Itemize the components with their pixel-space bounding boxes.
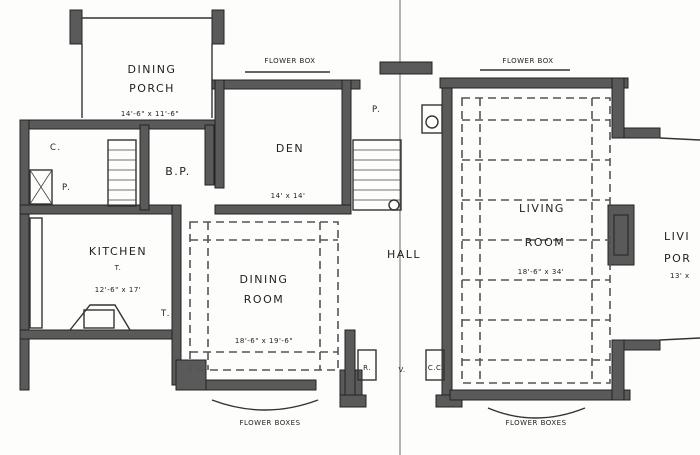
living-porch-label-2: POR: [664, 252, 691, 265]
hall: P. HALL R. V. C.C.: [339, 87, 463, 408]
wall-bp-west: [139, 124, 150, 211]
porch-pier-right: [211, 9, 225, 45]
wall-kitchen-south: [19, 329, 181, 340]
lav-fixture: [425, 115, 439, 129]
hall-label: HALL: [387, 248, 421, 261]
closet-left: [29, 169, 53, 205]
main-stair: [352, 139, 402, 211]
dining-ceiling-beams: [189, 221, 339, 371]
stair-newel: [388, 199, 400, 211]
dining-porch-size: 14'-6" x 11'-6": [121, 110, 179, 118]
wall-kitchen-north: [19, 204, 181, 215]
flower-boxes-br-arc: [487, 407, 586, 419]
wall-den-west: [214, 79, 225, 189]
dining-porch-label-1: DINING: [128, 63, 177, 76]
flower-boxes-br-label: FLOWER BOXES: [505, 419, 566, 427]
flower-boxes-bl-arc: [211, 399, 319, 411]
back-stair-box: [107, 139, 137, 207]
living-room-size: 18'-6" x 34': [518, 268, 564, 276]
flower-box-tr-label: FLOWER BOX: [502, 57, 553, 65]
living-fireplace: [607, 204, 635, 266]
closet-x2: [29, 169, 53, 205]
dining-porch-label-2: PORCH: [129, 82, 175, 95]
living-room-label-1: LIVING: [519, 202, 565, 215]
wall-living-bay-bottom: [623, 339, 661, 351]
entry-pier-left: [339, 394, 367, 408]
mark-c-left: C.: [50, 143, 62, 153]
wall-kitchen-east: [171, 204, 182, 386]
closet-cc: [425, 349, 445, 381]
living-room-label-2: ROOM: [525, 236, 565, 249]
wall-living-se: [611, 339, 625, 401]
kitchen-sink: [83, 309, 115, 329]
closet-r: [357, 349, 377, 381]
wall-bp-east: [204, 124, 215, 186]
dining-porch: DINING PORCH 14'-6" x 11'-6": [69, 9, 225, 118]
den-size: 14' x 14': [271, 192, 306, 200]
living-room: LIVING ROOM 18'-6" x 34': [449, 97, 661, 401]
wall-north-living: [439, 77, 629, 89]
wall-living-ne: [611, 77, 625, 139]
dining-sw-pier: [175, 359, 207, 391]
kitchen-size: 12'-6" x 17': [95, 286, 141, 294]
kitchen-counter: [29, 217, 43, 329]
dining-room-size: 18'-6" x 19'-6": [235, 337, 293, 345]
wall-living-south: [449, 389, 631, 401]
kitchen: KITCHEN T. 12'-6" x 17' T.: [29, 217, 171, 331]
living-porch: LIVI POR 13' x: [659, 137, 700, 341]
dining-room: DINING ROOM 18'-6" x 19'-6": [175, 221, 363, 401]
porch-pier-left: [69, 9, 83, 45]
dining-room-label-1: DINING: [240, 273, 289, 286]
wall-den-east: [341, 79, 352, 211]
den-label: DEN: [276, 142, 304, 155]
flower-box-tl-label: FLOWER BOX: [264, 57, 315, 65]
hall-lav: [421, 104, 443, 134]
fireplace-opening: [613, 214, 629, 256]
wall-den-south: [214, 204, 352, 215]
mark-t: T.: [160, 309, 171, 319]
bp-label: B.P.: [165, 165, 190, 178]
wall-north-kitchen: [19, 119, 221, 130]
living-porch-label-1: LIVI: [664, 230, 690, 243]
den: DEN 14' x 14': [214, 142, 352, 215]
wall-north-den: [211, 79, 361, 90]
wall-west: [19, 119, 30, 391]
wall-living-bay-top: [623, 127, 661, 139]
mark-cc: C.C.: [428, 364, 444, 372]
kitchen-t-mark: T.: [114, 264, 122, 272]
living-porch-size: 13' x: [670, 272, 690, 280]
dining-room-label-2: ROOM: [244, 293, 284, 306]
back-stair: [107, 139, 137, 207]
wall-entry-top: [379, 61, 433, 75]
mark-p-left: P.: [62, 183, 72, 193]
mark-r: R.: [363, 364, 371, 372]
flower-boxes-bl-label: FLOWER BOXES: [239, 419, 300, 427]
hall-west-lower-wall: [344, 329, 356, 401]
kitchen-label: KITCHEN: [89, 245, 147, 258]
mark-p-top: P.: [372, 105, 382, 115]
kitchen-sink-bay: [69, 304, 131, 331]
mark-v: V.: [398, 366, 405, 374]
